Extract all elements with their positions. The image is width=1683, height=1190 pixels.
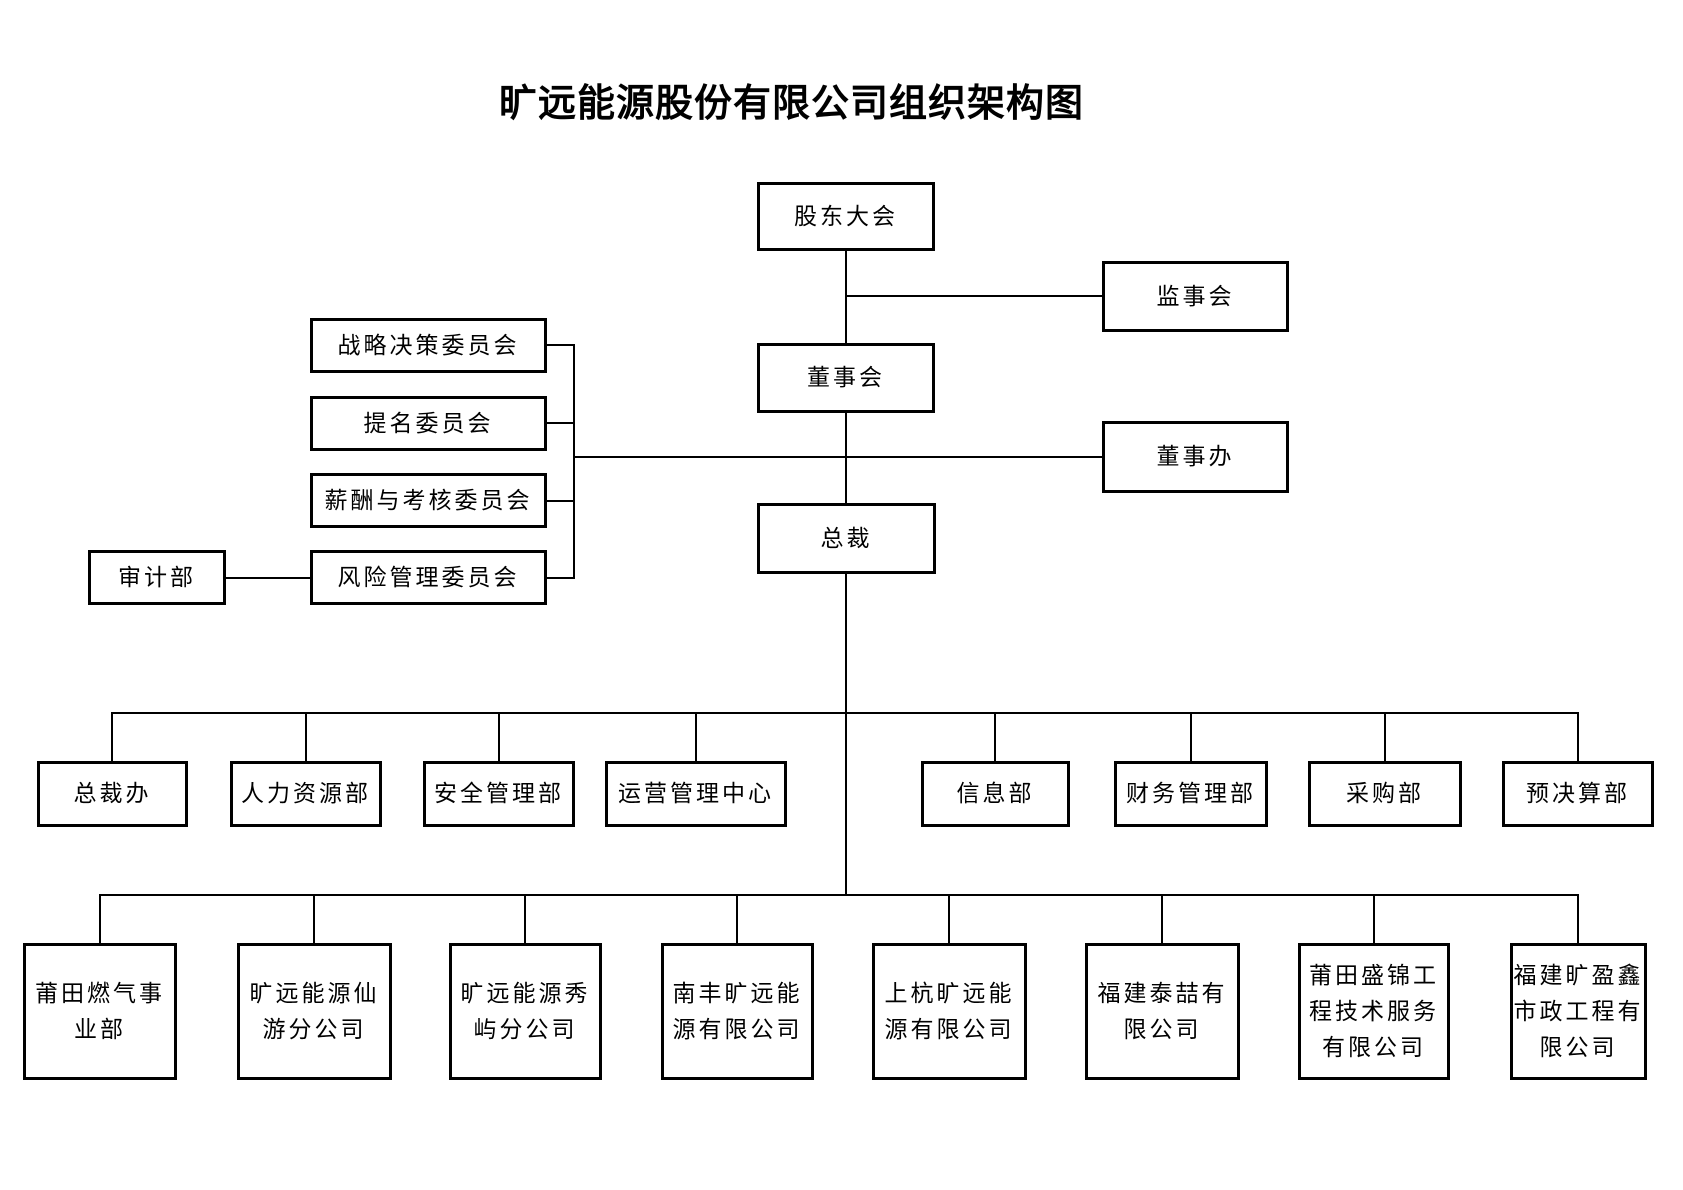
node-fujian-kuangyingxin-company: 福建旷盈鑫 市政工程有 限公司 [1510,943,1647,1080]
node-label: 股东大会 [794,203,898,229]
connector-sub-stub-4 [736,894,738,943]
connector-risk-stub [547,577,575,579]
node-label: 战略决策委员会 [337,332,520,358]
node-nomination-committee: 提名委员会 [310,396,547,451]
connector-dept-stub-3 [498,712,500,761]
node-risk-committee: 风险管理委员会 [310,550,547,605]
connector-sub-stub-3 [524,894,526,943]
node-label: 旷远能源仙 游分公司 [249,980,380,1042]
node-putian-gas-division: 莆田燃气事 业部 [23,943,177,1080]
connector-sub-stub-8 [1577,894,1579,943]
connector-dept-stub-4 [695,712,697,761]
node-label: 财务管理部 [1126,781,1256,806]
connector-dept-stub-6 [1190,712,1192,761]
connector-shareholders-board [845,251,847,343]
connector-dept-stub-1 [111,712,113,761]
node-label: 人力资源部 [241,781,371,806]
node-audit-dept: 审计部 [88,550,226,605]
node-label: 总裁办 [73,781,152,806]
node-budget-dept: 预决算部 [1502,761,1654,827]
node-finance-dept: 财务管理部 [1114,761,1268,827]
node-label: 总裁 [820,525,873,551]
node-label: 信息部 [956,781,1035,806]
node-label: 风险管理委员会 [337,564,520,590]
node-information-dept: 信息部 [921,761,1070,827]
node-label: 审计部 [118,564,196,590]
connector-to-supervisory-board [845,295,1102,297]
node-label: 安全管理部 [434,781,564,806]
node-president: 总裁 [757,503,936,574]
node-strategy-committee: 战略决策委员会 [310,318,547,373]
node-president-office: 总裁办 [37,761,188,827]
node-label: 福建旷盈鑫 市政工程有 限公司 [1513,962,1644,1060]
connector-audit-risk [226,577,310,579]
connector-dept-stub-5 [994,712,996,761]
node-label: 采购部 [1346,781,1424,806]
node-putian-shengjin-company: 莆田盛锦工 程技术服务 有限公司 [1298,943,1450,1080]
connector-dept-stub-8 [1577,712,1579,761]
node-label: 南丰旷远能 源有限公司 [672,980,803,1042]
node-label: 董事办 [1156,444,1235,469]
node-xianyou-branch: 旷远能源仙 游分公司 [237,943,392,1080]
node-label: 提名委员会 [363,410,494,436]
node-procurement-dept: 采购部 [1308,761,1462,827]
node-fujian-taizhe-company: 福建泰喆有 限公司 [1085,943,1240,1080]
connector-subsidiary-distribution-line [99,894,1579,896]
connector-sub-stub-6 [1161,894,1163,943]
connector-nomination-stub [547,422,575,424]
connector-board-president [845,413,847,503]
node-label: 董事会 [807,365,885,390]
connector-committees-to-board-office [573,456,1102,458]
page-title: 旷远能源股份有限公司组织架构图 [498,83,1084,125]
node-label: 福建泰喆有 限公司 [1097,980,1228,1042]
node-label: 旷远能源秀 屿分公司 [460,980,591,1042]
connector-sub-stub-2 [313,894,315,943]
node-label: 运营管理中心 [618,781,774,806]
node-compensation-committee: 薪酬与考核委员会 [310,473,547,528]
node-label: 上杭旷远能 源有限公司 [884,980,1015,1042]
node-label: 监事会 [1156,283,1235,309]
node-supervisory-board: 监事会 [1102,261,1289,332]
node-shareholders-meeting: 股东大会 [757,182,935,251]
node-label: 预决算部 [1526,781,1630,806]
connector-dept-distribution-line [111,712,1579,714]
connector-dept-stub-7 [1384,712,1386,761]
connector-president-down [845,574,847,896]
connector-sub-stub-5 [948,894,950,943]
connector-strategy-stub [547,344,575,346]
node-shanghang-company: 上杭旷远能 源有限公司 [872,943,1027,1080]
connector-sub-stub-1 [99,894,101,943]
node-label: 莆田燃气事 业部 [35,980,165,1042]
node-board-office: 董事办 [1102,421,1289,493]
connector-compensation-stub [547,500,575,502]
node-hr-dept: 人力资源部 [230,761,382,827]
node-label: 薪酬与考核委员会 [324,487,533,513]
node-safety-dept: 安全管理部 [423,761,575,827]
node-board-of-directors: 董事会 [757,343,935,413]
node-label: 莆田盛锦工 程技术服务 有限公司 [1309,962,1439,1060]
connector-committee-trunk [573,344,575,579]
connector-dept-stub-2 [305,712,307,761]
node-nanfeng-company: 南丰旷远能 源有限公司 [661,943,814,1080]
node-xiuyu-branch: 旷远能源秀 屿分公司 [449,943,602,1080]
node-operations-center: 运营管理中心 [605,761,787,827]
connector-sub-stub-7 [1373,894,1375,943]
